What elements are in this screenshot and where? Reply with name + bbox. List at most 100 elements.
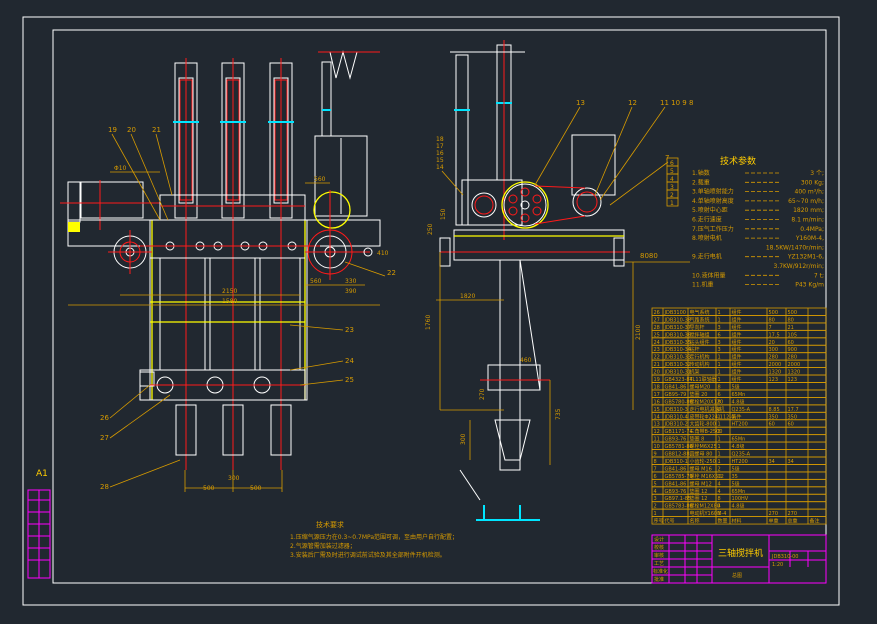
part-label: 20 (127, 126, 136, 134)
bottom-beam (139, 369, 306, 401)
bom-name: 导向杆 (690, 324, 705, 331)
title-block-label: 校核 (654, 544, 664, 551)
dim: 390 (345, 288, 357, 295)
bom-qty: 12 (718, 474, 724, 480)
drawing-number: JDB310-00 (771, 554, 798, 560)
bom-material: 组件 (732, 376, 742, 383)
bom-qty: 1 (718, 437, 721, 443)
bom-code: 代号 (665, 518, 675, 525)
bom-unit-weight: 80 (769, 317, 775, 323)
tech-param-label: 3.单轴喷射能力 (692, 188, 734, 196)
bom-code: GB812-88 (665, 452, 690, 458)
tech-param-label: 8.喷射电机 (692, 234, 722, 242)
bom-no: 22 (654, 355, 660, 361)
bom-qty: 1 (718, 452, 721, 458)
bom-material: 65Mn (732, 392, 746, 398)
part-label: 16 (436, 150, 444, 157)
tech-param-value: YZ132M1-6, (787, 254, 824, 261)
notes-title: 技术要求 (316, 520, 344, 529)
tech-param-value: 18.5KW/1470r/min; (766, 244, 824, 251)
bom-no: 25 (654, 332, 660, 338)
bom-material: 组件 (732, 339, 742, 346)
bom-material: 5级 (732, 480, 740, 487)
bom-no: 19 (654, 377, 660, 383)
part-label: 15 (436, 157, 444, 164)
bom-total-weight: 21 (788, 325, 794, 331)
bom-qty: 1 (718, 422, 721, 428)
bom-material: 组件 (732, 361, 742, 368)
bom-qty: 4 (718, 489, 721, 495)
part-label: 19 (108, 126, 117, 134)
bom-material: 铸件 (732, 413, 742, 420)
bom-total-weight: 280 (788, 355, 798, 361)
bom-no: 20 (654, 370, 660, 376)
bom-name: 名称 (690, 518, 700, 525)
revision-mark: 4 (670, 176, 674, 183)
bom-no: 11 (654, 437, 660, 443)
part-label: 13 (576, 99, 585, 107)
tech-param-label: 1.轴数 (692, 169, 710, 177)
bom-name: 皮带轮Φ224-112-4 (690, 413, 735, 420)
title-block-label: 批准 (654, 576, 664, 583)
dim: 410 (377, 250, 389, 257)
revision-mark: 2 (670, 192, 674, 199)
bom-material: 4.8级 (732, 503, 745, 510)
tech-param-label: 5.喷射中心距 (692, 206, 728, 214)
bom-qty: 8 (718, 384, 721, 390)
dim: 735 (555, 408, 562, 420)
dim: 330 (345, 278, 357, 285)
bom-qty: 6 (718, 332, 721, 338)
bom-total-weight: 17.7 (788, 407, 799, 413)
travel-wheel-left (108, 230, 152, 274)
bom-no: 4 (654, 489, 657, 495)
dim: 300 (460, 433, 467, 445)
bom-no: 14 (654, 414, 660, 420)
bom-material: 4.8级 (732, 398, 745, 405)
bom-no: 23 (654, 347, 660, 353)
bom-code: GB93-76 (665, 489, 687, 495)
bom-material: 组件 (732, 369, 742, 376)
mast-3 (268, 58, 294, 470)
bom-total-weight: 34 (788, 459, 794, 465)
bom-no: 1 (654, 511, 657, 517)
bom-code: JDB310-1 (664, 459, 688, 465)
bom-no: 2 (654, 504, 657, 510)
bom-name: 垫圈 12 (690, 488, 708, 495)
spray-motor (60, 180, 160, 230)
bom-qty: 1 (718, 414, 721, 420)
revision-mark: 1 (670, 200, 674, 207)
view-name: 总图 (732, 572, 742, 579)
control-cabinet (314, 50, 380, 217)
bom-no: 17 (654, 392, 660, 398)
dim-phi10: Φ10 (114, 165, 127, 172)
bom-no: 15 (654, 407, 660, 413)
bom-name: TL11联轴器 (689, 376, 717, 383)
bom-no: 28 (654, 325, 660, 331)
bom-code: JDB310-35 (664, 340, 691, 346)
bom-no: 6 (654, 474, 657, 480)
dim: 2100 (635, 325, 642, 340)
sheet-size-label: A1 (36, 469, 48, 479)
bom-unit-weight: 8.85 (769, 407, 780, 413)
title-block-label: 审核 (654, 552, 664, 559)
bom-code: JDB310-37 (664, 325, 691, 331)
bom-name: 走行机构 (690, 354, 710, 361)
bom-no: 21 (654, 362, 660, 368)
dim: 300 (228, 475, 240, 482)
tech-param-value: P43 Kg/m (795, 282, 824, 289)
bom-name: 电气系统 (690, 309, 710, 316)
bom-row-border (651, 516, 827, 525)
